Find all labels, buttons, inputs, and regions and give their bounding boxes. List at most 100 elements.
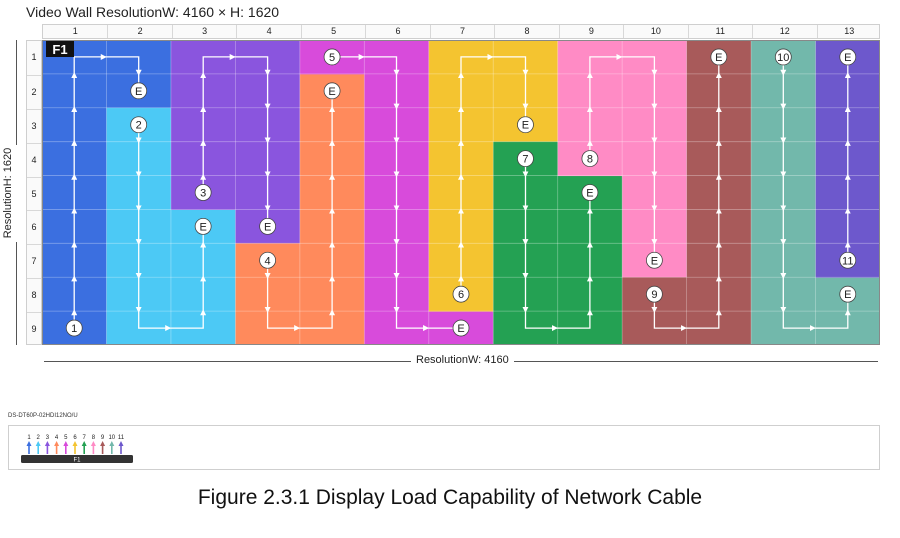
end-badge: E	[839, 48, 857, 66]
column-header: 9	[558, 25, 623, 38]
device-port: 8	[90, 435, 96, 454]
device-port: 2	[35, 435, 41, 454]
port-number-badge-text: 1	[71, 323, 77, 335]
device-port: 9	[100, 435, 106, 454]
figure-caption: Figure 2.3.1 Display Load Capability of …	[197, 486, 703, 509]
device-port: 10	[108, 435, 116, 454]
port-number-badge-text: 7	[522, 154, 528, 166]
device-model-label: DS-DT60P-02HDI12NO/U	[8, 413, 78, 419]
port-number-badge-text: 4	[265, 255, 271, 267]
port-number-badge: 7	[517, 150, 534, 168]
resolution-h-label: ResolutionH: 1620	[2, 147, 14, 239]
column-header: 2	[107, 25, 171, 38]
end-badge: E	[645, 251, 663, 269]
column-header: 12	[752, 25, 816, 38]
end-badge-text: E	[844, 52, 851, 64]
device-port-number: 5	[64, 435, 68, 441]
device-port-number: 9	[101, 435, 105, 441]
device-port-number: 4	[55, 435, 59, 441]
first-port-label: F1	[46, 41, 74, 57]
end-badge: E	[323, 82, 341, 100]
end-badge: E	[839, 285, 857, 303]
end-badge: E	[452, 319, 470, 337]
port-number-badge-text: 10	[777, 52, 789, 64]
device-port-number: 6	[73, 435, 77, 441]
device-port-number: 3	[46, 435, 50, 441]
device-port: 6	[72, 435, 78, 454]
port-number-badge-text: 5	[329, 52, 335, 64]
column-header: 8	[494, 25, 558, 38]
end-badge-text: E	[522, 120, 529, 132]
row-header: 6	[27, 210, 41, 244]
column-header: 1	[72, 26, 78, 36]
column-header: 6	[365, 25, 429, 38]
column-header: 5	[300, 25, 365, 38]
end-badge-text: E	[844, 289, 851, 301]
device-port: 3	[44, 435, 50, 454]
device-port-number: 2	[37, 435, 41, 441]
column-header: 10	[623, 25, 687, 38]
device-port-label: F1	[73, 458, 81, 464]
port-number-badge: 8	[581, 150, 599, 168]
end-badge-text: E	[264, 221, 271, 233]
resolution-h-line-top	[16, 40, 17, 145]
resolution-h-line-bottom	[16, 242, 17, 345]
device-port: 1	[26, 435, 32, 454]
port-number-badge: 6	[452, 285, 470, 303]
device-port: 7	[81, 435, 87, 454]
device-port: 11	[118, 435, 125, 454]
column-header: 3	[171, 25, 236, 38]
first-port-label-text: F1	[52, 42, 67, 57]
port-number-badge: 4	[259, 251, 277, 269]
end-badge: E	[259, 217, 277, 235]
end-badge-text: E	[586, 188, 593, 200]
device-port-number: 11	[118, 435, 125, 441]
device-port-number: 10	[108, 435, 115, 441]
end-badge: E	[130, 82, 148, 100]
end-badge-text: E	[135, 86, 142, 98]
column-header: 7	[429, 25, 494, 38]
port-number-badge-text: 8	[587, 154, 593, 166]
port-number-badge-text: 3	[200, 188, 206, 200]
row-header: 3	[27, 108, 41, 143]
end-badge-text: E	[651, 255, 658, 267]
device-port-number: 1	[27, 435, 31, 441]
grid-border	[42, 40, 880, 345]
row-header: 4	[27, 142, 41, 177]
end-badge-text: E	[328, 86, 335, 98]
end-badge-text: E	[715, 52, 722, 64]
port-number-badge: 5	[323, 48, 341, 66]
port-number-badge: 10	[774, 48, 792, 66]
row-header: 7	[27, 244, 41, 278]
resolution-w-label: ResolutionW: 4160	[411, 354, 514, 366]
end-badge-text: E	[199, 221, 206, 233]
column-header: 11	[687, 25, 752, 38]
cable-paths	[71, 53, 851, 332]
row-header: 8	[27, 278, 41, 312]
port-number-badge-text: 11	[842, 255, 853, 267]
column-header: 4	[236, 25, 300, 38]
device-port-number: 7	[83, 435, 87, 441]
row-header: 9	[27, 312, 41, 346]
port-number-badge-text: 9	[651, 289, 657, 301]
end-badge: E	[194, 217, 212, 235]
end-badge-text: E	[457, 323, 464, 335]
end-badge: E	[581, 184, 599, 201]
device-port: 4	[54, 435, 60, 454]
port-number-badge: 11	[839, 251, 857, 269]
device-port: 5	[63, 435, 69, 454]
device-port-number: 8	[92, 435, 96, 441]
port-number-badge: 9	[645, 285, 663, 303]
port-number-badge: 3	[194, 184, 212, 201]
row-header: 2	[27, 74, 41, 109]
port-number-badge: 2	[130, 116, 148, 134]
port-number-badge: 1	[65, 319, 83, 337]
end-badge: E	[710, 48, 728, 66]
end-badge: E	[517, 116, 534, 134]
column-header: 13	[816, 25, 881, 38]
